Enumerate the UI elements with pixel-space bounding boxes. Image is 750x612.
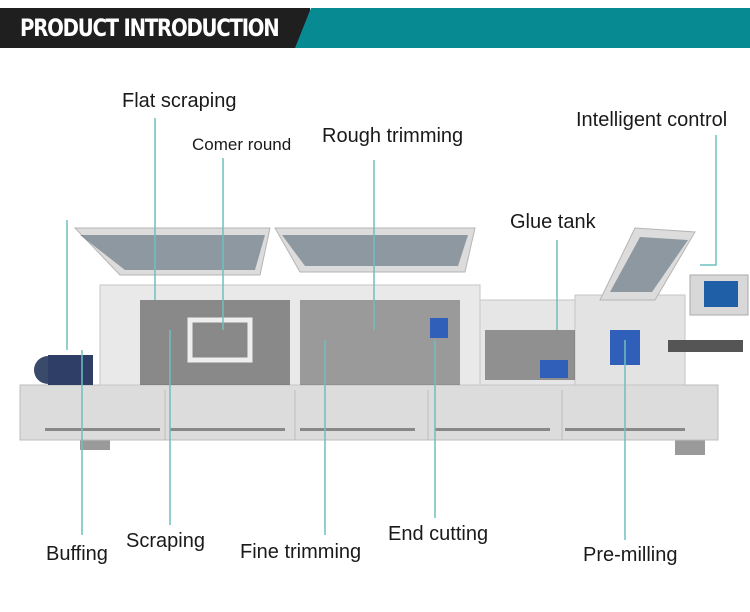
- label-glue-tank: Glue tank: [510, 211, 596, 233]
- label-pre-milling: Pre-milling: [583, 544, 678, 566]
- label-corner-round: Comer round: [192, 135, 292, 154]
- label-buffing: Buffing: [46, 543, 108, 565]
- header-band-teal: [295, 8, 750, 48]
- label-fine-trimming: Fine trimming: [240, 541, 362, 563]
- label-flat-scraping: Flat scraping: [122, 90, 237, 112]
- label-end-cutting: End cutting: [388, 523, 489, 545]
- label-scraping: Scraping: [126, 530, 205, 552]
- page-title: PRODUCT INTRODUCTION: [20, 14, 280, 42]
- label-rough-trimming: Rough trimming: [322, 125, 464, 147]
- header-band-dark: [0, 8, 310, 48]
- label-intelligent-control: Intelligent control: [576, 109, 728, 131]
